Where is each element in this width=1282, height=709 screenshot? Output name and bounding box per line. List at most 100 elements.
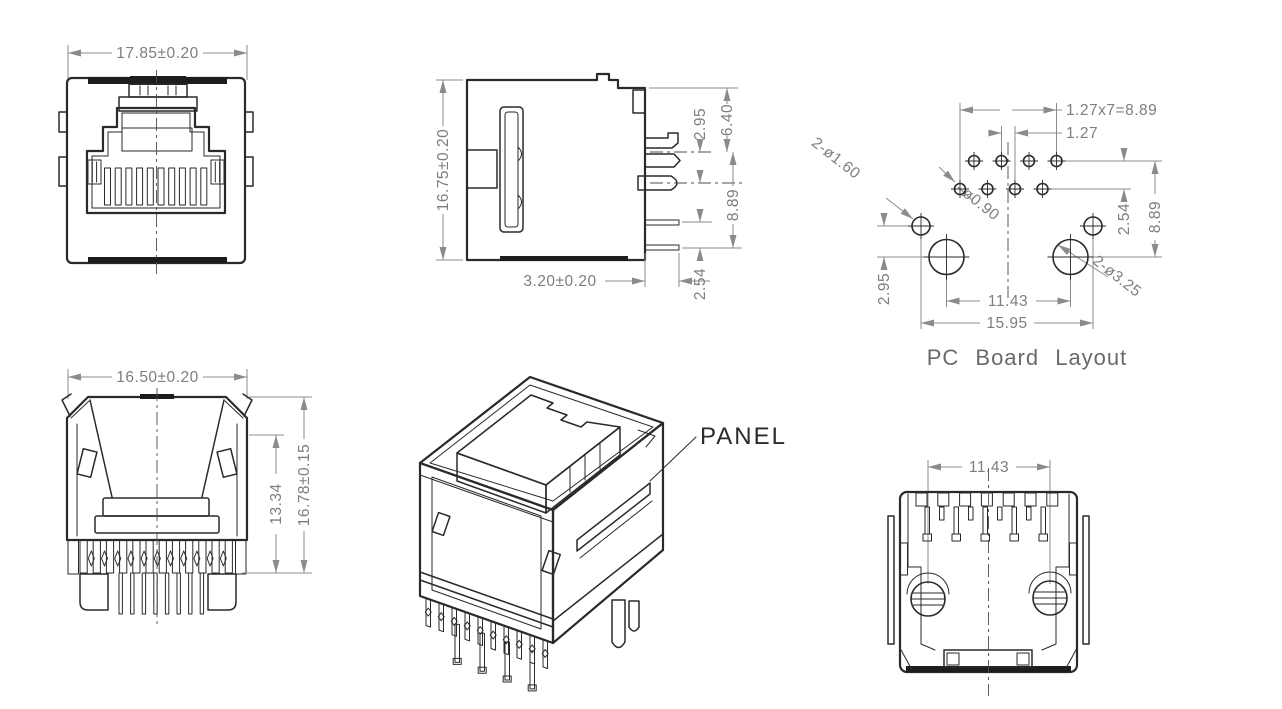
roof-inner-line	[224, 400, 244, 419]
dim-front-width: 17.85±0.20	[116, 45, 198, 62]
iso-panel-flange	[576, 482, 651, 552]
post-pocket-arc	[1028, 571, 1072, 594]
iso-top-rim	[429, 384, 654, 502]
comb-finger	[92, 539, 101, 574]
comb-finger	[464, 611, 470, 642]
pin-foot	[922, 533, 932, 542]
latch-plate	[121, 127, 193, 152]
side-clip	[58, 111, 68, 133]
iso-top-face	[418, 375, 665, 512]
comb-tooth	[1046, 492, 1059, 507]
panel-tab-edge	[1082, 515, 1090, 645]
comb-finger	[438, 602, 444, 633]
iso-panel-flange-edge	[579, 500, 653, 559]
hole-crosshair	[1006, 180, 1024, 198]
contact-comb	[67, 539, 247, 615]
pin-foot	[527, 684, 537, 692]
pin-foot	[452, 657, 462, 665]
contact-tooth	[136, 167, 144, 206]
contact-tooth	[178, 167, 186, 206]
pin-foot	[1038, 533, 1048, 542]
rear-view: 16.50±0.20 13.34 16.78±0.15	[61, 369, 313, 628]
contact-tooth	[200, 167, 208, 206]
comb-diamond	[424, 607, 432, 617]
bottom-view: 11.43	[887, 459, 1090, 696]
hole-crosshair	[1047, 152, 1066, 170]
contact-tooth	[114, 167, 122, 206]
grip-slot	[210, 159, 225, 185]
pin-foot	[951, 533, 961, 542]
leader-line	[885, 197, 914, 220]
comb-tooth	[937, 492, 950, 507]
dim-pin-row-pitch: 2.54	[692, 268, 709, 300]
comb-finger	[451, 606, 457, 637]
dim-tab-offset: 2.95	[876, 273, 893, 305]
comb-diamond	[437, 612, 445, 622]
comb-finger	[516, 629, 522, 660]
isometric-view: PANEL	[418, 375, 785, 692]
contact-tooth	[125, 167, 133, 206]
pcb-layout-view: 1.27x7=8.89 1.27 2.54 8.89 2.95 11.43 15…	[808, 102, 1164, 370]
pin-slot	[939, 506, 945, 521]
pin-foot	[980, 533, 990, 542]
connector-body-rear	[65, 395, 249, 542]
dim-bottom-post-span: 11.43	[969, 459, 1009, 476]
comb-finger	[198, 539, 207, 574]
comb-diamond	[101, 550, 108, 567]
label-post-holes: 2-ø3.25	[1089, 252, 1144, 300]
board-lock-pin	[644, 153, 681, 168]
comb-finger	[79, 539, 88, 574]
rear-pocket	[102, 497, 210, 517]
pocket-square	[1016, 652, 1030, 666]
comb-diamond	[463, 621, 471, 631]
side-clip	[244, 111, 254, 133]
comb-diamond	[87, 550, 95, 567]
dim-total-height: 16.78±0.15	[296, 444, 313, 526]
dim-pin-span: 1.27x7=8.89	[1066, 102, 1157, 119]
dim-pin-length: 3.20±0.20	[523, 273, 596, 290]
corner-face-line	[201, 399, 225, 498]
comb-finger	[477, 615, 483, 646]
pin-slot	[1026, 506, 1032, 521]
connector-body-front	[65, 76, 247, 265]
pin-slot	[997, 506, 1003, 521]
bottom-pocket	[943, 649, 1033, 668]
dim-row-pitch: 2.54	[1116, 203, 1133, 235]
pin-slot	[1011, 506, 1017, 535]
comb-finger	[185, 539, 194, 574]
hole-crosshair	[1033, 180, 1052, 198]
roof-inner-line	[70, 400, 90, 419]
latch-spring-inner	[504, 111, 519, 228]
pin-foot	[1009, 533, 1019, 542]
iso-socket-opening	[456, 394, 621, 486]
mounting-post	[207, 573, 237, 611]
pin-slot	[953, 506, 959, 535]
comb-finger	[503, 625, 509, 656]
pin-slot	[1040, 506, 1046, 535]
pin-foot	[477, 666, 487, 674]
mounting-post	[79, 573, 109, 611]
contact-pin	[644, 219, 680, 226]
comb-diamond	[127, 550, 135, 567]
comb-finger	[119, 539, 128, 574]
hole-crosshair	[1080, 213, 1106, 239]
hole-crosshair	[923, 234, 970, 280]
bottom-shield-band	[88, 257, 227, 263]
iso-side-window	[431, 511, 451, 537]
iso-front-face	[418, 461, 555, 645]
iso-base-step	[552, 533, 664, 622]
dim-post-span: 11.43	[988, 293, 1028, 310]
iso-contact-lines	[569, 442, 601, 493]
comb-diamond	[206, 550, 214, 567]
contact-pin	[176, 572, 181, 615]
comb-finger	[542, 638, 548, 669]
mounting-peg	[637, 175, 678, 191]
iso-right-face	[551, 421, 665, 645]
contact-pin	[130, 572, 135, 615]
board-lock-pin	[644, 132, 679, 149]
post-pocket-arc	[906, 572, 950, 595]
comb-finger	[132, 539, 141, 574]
iso-mounting-post	[628, 600, 640, 632]
socket-opening-inner	[91, 112, 221, 209]
comb-finger	[105, 539, 115, 574]
